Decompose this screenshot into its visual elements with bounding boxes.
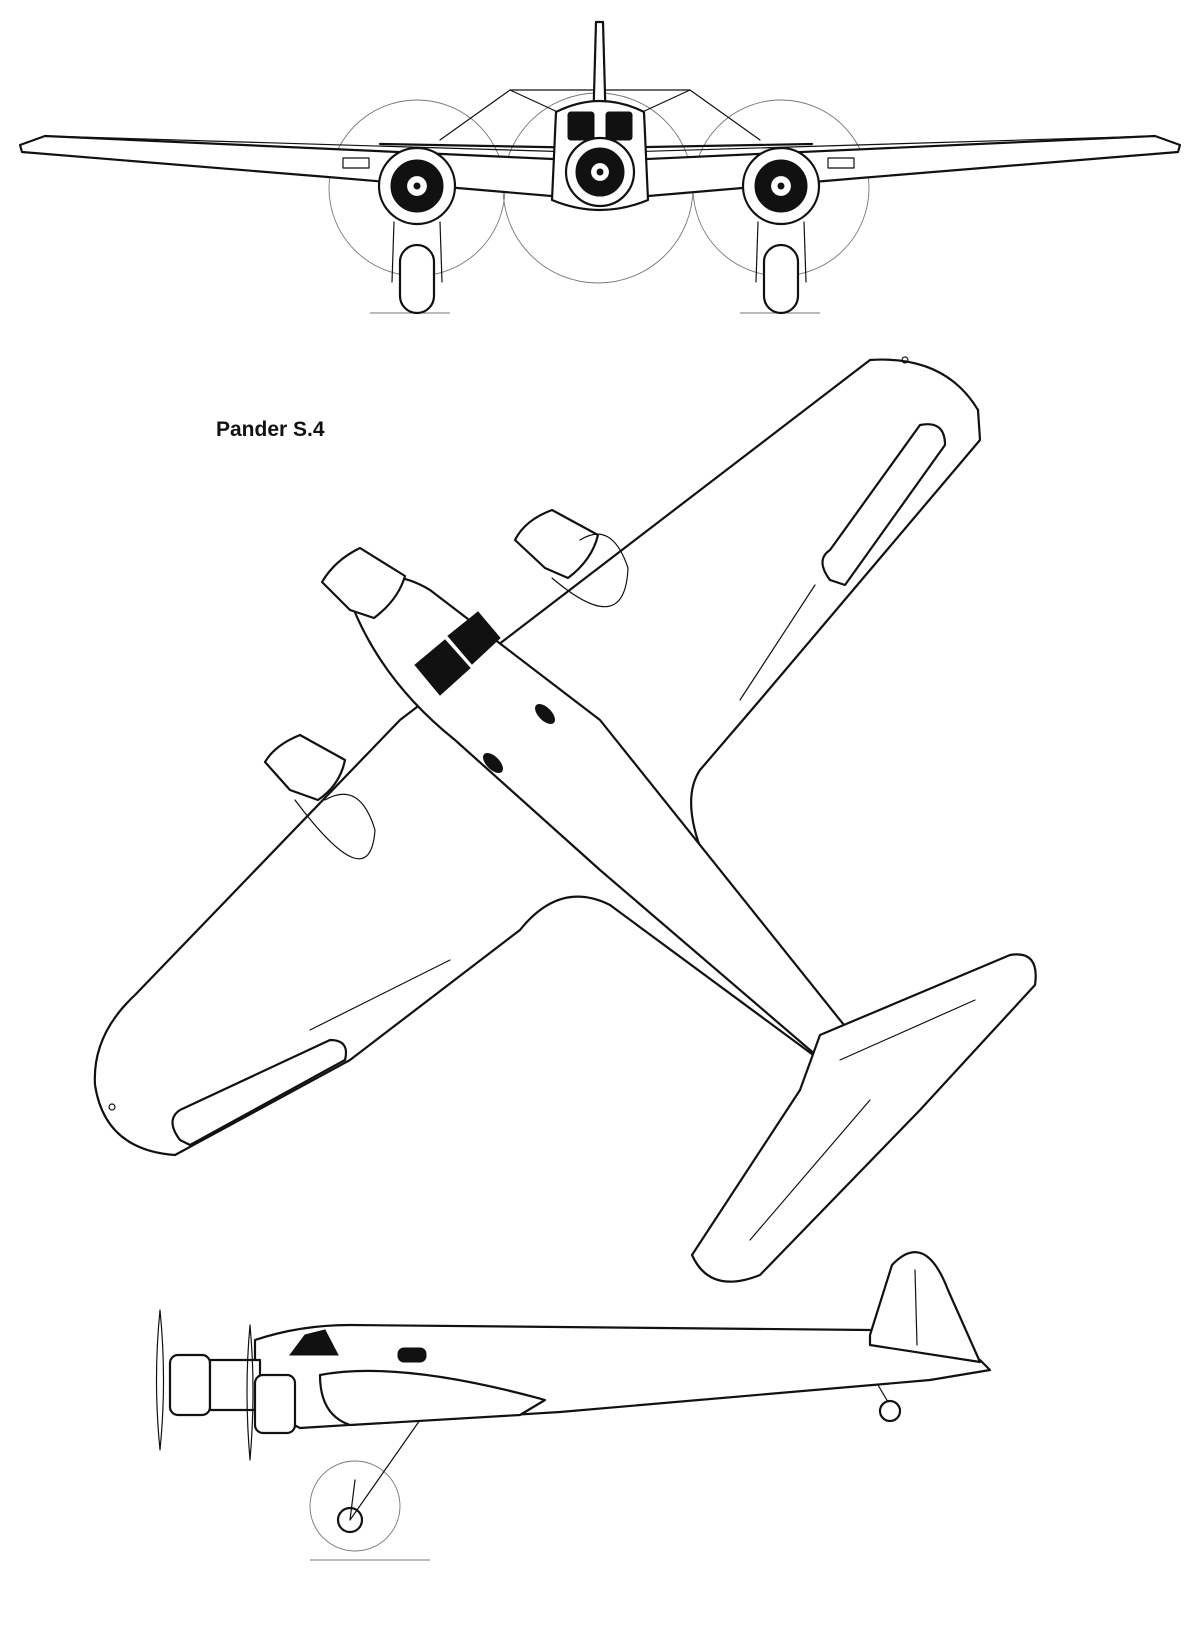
plan-center-engine bbox=[320, 546, 407, 620]
side-view bbox=[155, 1251, 992, 1561]
horizontal-tailplane bbox=[690, 953, 1037, 1283]
plan-starboard-engine bbox=[513, 508, 629, 608]
front-view bbox=[18, 20, 1182, 315]
vertical-tail bbox=[868, 1251, 982, 1364]
tailwheel bbox=[878, 1399, 902, 1423]
plan-view bbox=[93, 356, 1037, 1283]
side-wing-root bbox=[318, 1369, 547, 1427]
port-main-wheel bbox=[398, 243, 436, 315]
side-nose-engine bbox=[168, 1353, 212, 1417]
plan-port-outer-engine bbox=[263, 733, 376, 860]
drawing-title: Pander S.4 bbox=[216, 418, 325, 441]
starboard-aileron bbox=[821, 423, 947, 587]
starboard-main-wheel bbox=[762, 243, 800, 315]
port-aileron bbox=[171, 1038, 348, 1147]
side-outer-engine bbox=[253, 1373, 297, 1435]
